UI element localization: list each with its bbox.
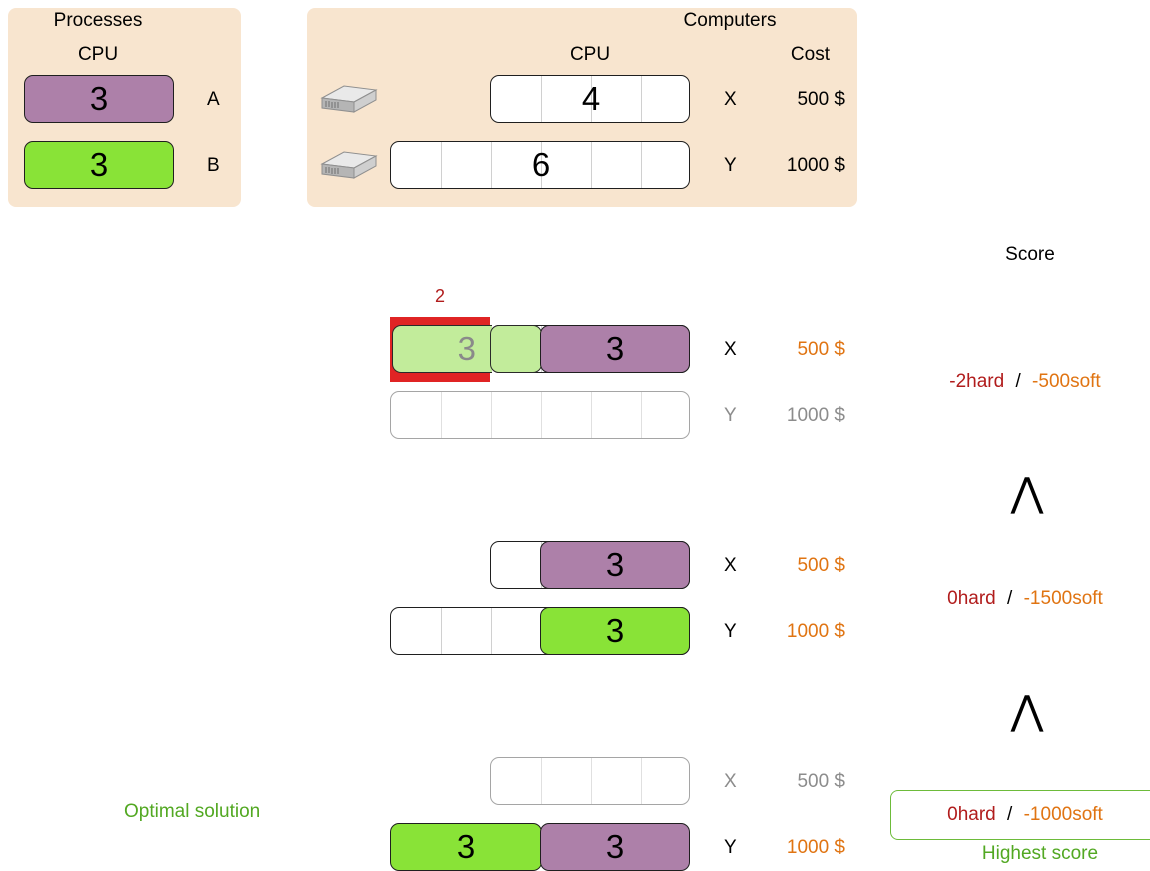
computers-cpu-header: CPU [569,44,611,65]
solution2-process-b-cpu: 3 [605,612,625,649]
violation-count: 2 [434,286,445,306]
solution1-computer-x-cost: 500 $ [797,339,845,360]
solution1-computer-x-name: X [724,339,737,360]
server-icon [320,151,378,179]
process-b-cpu: 3 [89,146,109,183]
process-b-name: B [207,155,220,176]
process-a-block: 3 [24,75,174,123]
solution2-computer-y-name: Y [724,621,737,642]
solution3-computer-y-cost: 1000 $ [786,837,845,858]
highest-score-label: Highest score [981,843,1099,864]
solution2-process-a-cpu: 3 [605,546,625,583]
solution3-computer-x-name: X [724,771,737,792]
solution2-soft-score: -1500soft [1023,588,1103,609]
computer-x-name: X [724,89,737,110]
solution3-computer-x [490,757,690,805]
processes-title: Processes [53,10,143,31]
solution1-score: -2hard / -500soft [900,371,1150,393]
solution3-computer-x-cost: 500 $ [797,771,845,792]
process-b-block: 3 [24,141,174,189]
computers-title: Computers [683,10,777,31]
solution1-soft-score: -500soft [1032,371,1101,392]
solution3-score: 0hard / -1000soft [900,804,1150,826]
solution2-computer-x-name: X [724,555,737,576]
solution1-process-b-cpu: 3 [457,330,476,367]
score-separator: / [1007,804,1013,825]
solution2-process-a: 3 [540,541,690,589]
solution2-computer-y-cost: 1000 $ [786,621,845,642]
computer-x-cpu: 4 [581,80,601,117]
solution1-computer-y-cost: 1000 $ [786,405,845,426]
solution3-process-b-cpu: 3 [456,828,476,865]
solution3-computer-y-name: Y [724,837,737,858]
computer-x-cost: 500 $ [797,89,845,110]
highest-score-box [890,790,1150,840]
computers-cost-header: Cost [790,44,830,65]
comparison-up-icon: ⋀ [1010,689,1044,733]
process-a-cpu: 3 [89,80,109,117]
solution3-process-a: 3 [540,823,690,871]
solution1-hard-score: -2hard [949,371,1005,392]
solution1-process-a: 3 [540,325,690,373]
solution1-process-b-fit [490,325,542,373]
server-icon [320,85,378,113]
computer-y-cost: 1000 $ [786,155,845,176]
solution1-computer-y [390,391,690,439]
computer-y-capacity: 6 [390,141,690,189]
solution3-soft-score: -1000soft [1023,804,1103,825]
solution1-computer-y-name: Y [724,405,737,426]
solution3-hard-score: 0hard [947,804,996,825]
solution1-process-b-overflow: 3 [392,325,492,373]
solution2-process-b: 3 [540,607,690,655]
score-separator: / [1015,371,1021,392]
score-header: Score [1005,244,1055,265]
solution3-process-b: 3 [390,823,542,871]
solution2-computer-x-cost: 500 $ [797,555,845,576]
solution1-process-a-cpu: 3 [605,330,625,367]
computer-y-cpu: 6 [531,146,551,183]
comparison-up-icon: ⋀ [1010,471,1044,515]
process-a-name: A [207,89,220,110]
computer-y-name: Y [724,155,737,176]
solution2-score: 0hard / -1500soft [900,588,1150,610]
processes-cpu-header: CPU [77,44,119,65]
score-separator: / [1007,588,1013,609]
optimal-solution-label: Optimal solution [124,801,261,822]
solution2-hard-score: 0hard [947,588,996,609]
solution3-process-a-cpu: 3 [605,828,625,865]
computer-x-capacity: 4 [490,75,690,123]
